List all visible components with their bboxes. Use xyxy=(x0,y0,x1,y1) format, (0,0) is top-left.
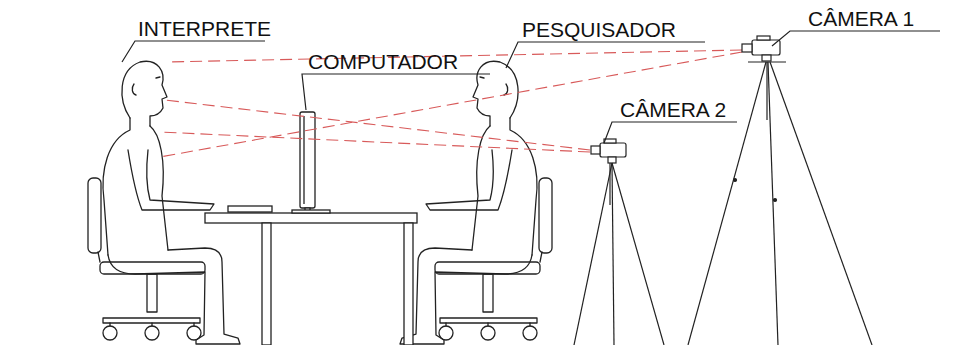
computer-monitor xyxy=(228,112,330,213)
part-label: INTERPRETE xyxy=(138,17,271,41)
part-label: CÂMERA 1 xyxy=(808,7,914,31)
camera-symbol xyxy=(591,139,626,163)
desk xyxy=(205,213,417,345)
leader-line xyxy=(122,31,940,143)
camera-sight-line xyxy=(160,50,742,157)
researcher-figure xyxy=(400,61,552,344)
part-label: CÂMERA 2 xyxy=(620,98,726,122)
tripod xyxy=(574,163,664,345)
part-label: COMPUTADOR xyxy=(308,50,458,74)
part-label: PESQUISADOR xyxy=(522,18,676,42)
interpreter-figure xyxy=(88,61,240,344)
